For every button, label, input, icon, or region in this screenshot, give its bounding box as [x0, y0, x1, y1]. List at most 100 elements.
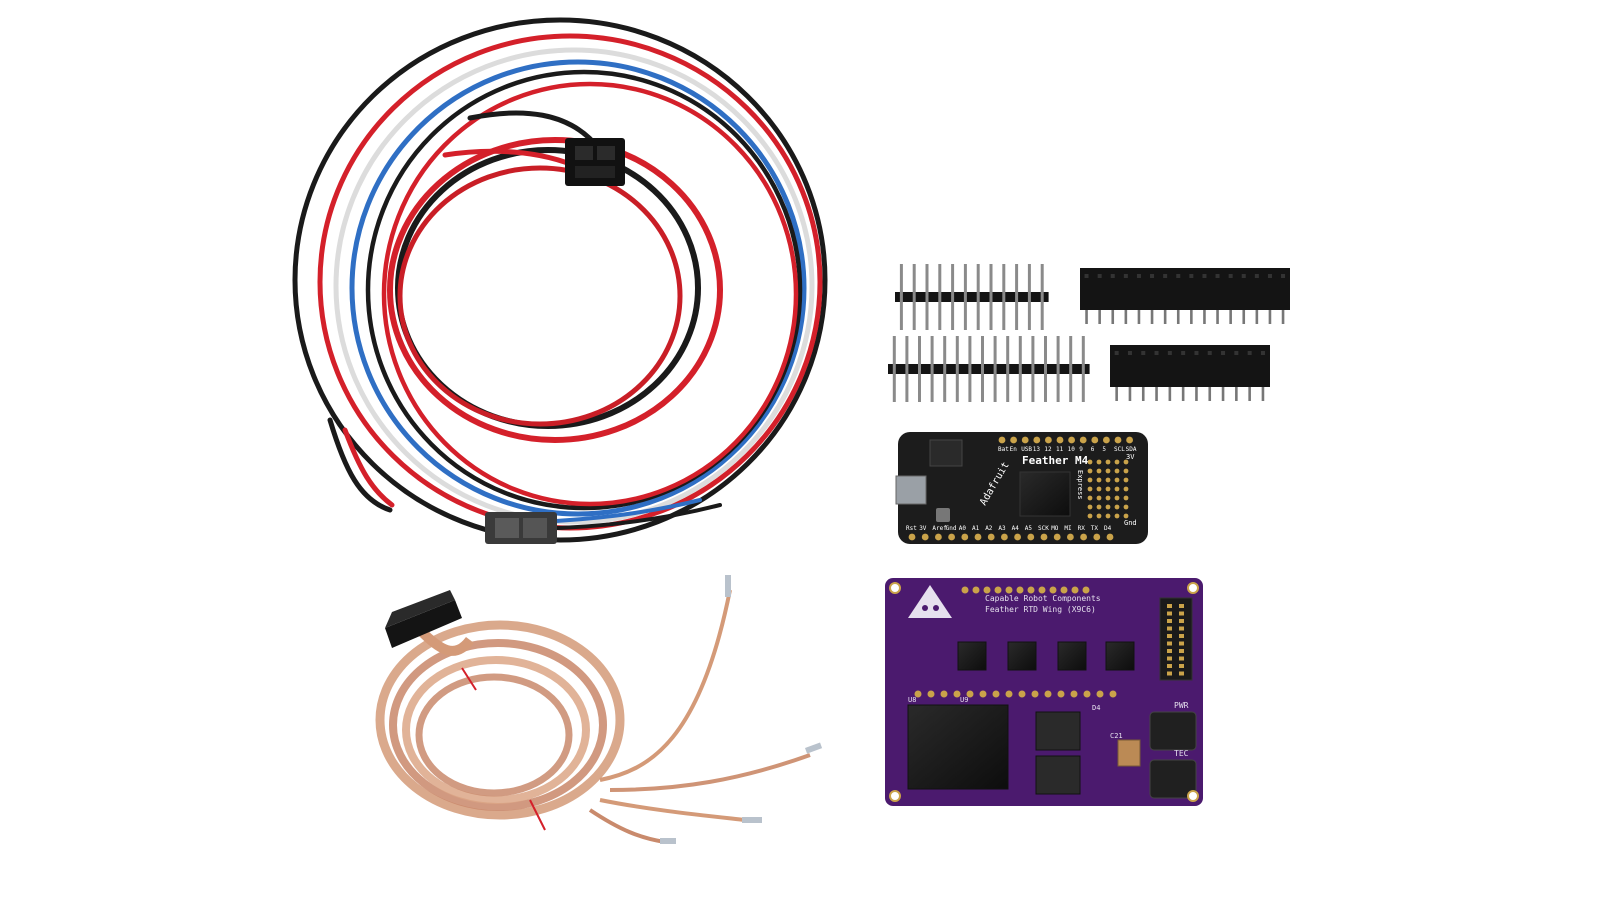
- socket-hole: [1110, 274, 1115, 278]
- c21-capacitor: [1117, 739, 1141, 767]
- bottom-pin-label: A1: [972, 525, 980, 532]
- proto-pad: [1096, 459, 1102, 465]
- header-pin: [938, 264, 942, 330]
- bottom-pin-label: TX: [1091, 525, 1099, 532]
- socket-pin: [1255, 310, 1259, 324]
- pad: [1096, 690, 1104, 698]
- header-pin: [930, 336, 934, 402]
- socket-pin: [1111, 310, 1115, 324]
- socket-hole: [1167, 351, 1172, 355]
- proto-pad: [1096, 504, 1102, 510]
- bottom-pin-label: A0: [959, 525, 967, 532]
- inner-red-wire-2: [397, 165, 683, 427]
- top-pin-label: 10: [1068, 446, 1076, 453]
- header-pin: [892, 336, 896, 402]
- top-pin-label: SCL: [1114, 446, 1125, 453]
- header-pin: [1040, 264, 1044, 330]
- socket-contact: [1179, 634, 1184, 638]
- rtd-board-maker: Capable Robot Components: [985, 594, 1101, 603]
- pad: [998, 436, 1006, 444]
- header-pin: [1027, 264, 1031, 330]
- socket-pin: [1235, 387, 1238, 401]
- u8-label: U8: [908, 696, 916, 704]
- pad: [1001, 533, 1008, 541]
- bottom-pin-label: D4: [1104, 525, 1112, 532]
- socket-pin: [1221, 387, 1225, 401]
- proto-pad: [1123, 504, 1129, 510]
- header-pin: [981, 336, 984, 402]
- socket-pin: [1190, 310, 1193, 324]
- proto-pad: [1105, 513, 1111, 519]
- proto-pad: [1123, 459, 1129, 465]
- proto-pad: [1123, 477, 1129, 483]
- tec-label: TEC: [1174, 749, 1189, 758]
- proto-pad: [1105, 495, 1111, 501]
- proto-pad: [1096, 468, 1102, 474]
- header-pin: [1044, 336, 1047, 402]
- pad: [914, 690, 922, 698]
- header-pin: [968, 336, 972, 402]
- proto-pad: [1114, 495, 1120, 501]
- bottom-pin-label: A4: [1012, 525, 1020, 532]
- u9-label: U9: [960, 696, 968, 704]
- pad: [1044, 690, 1052, 698]
- pad: [1070, 690, 1078, 698]
- socket-hole: [1234, 351, 1239, 355]
- pad: [1027, 586, 1035, 594]
- socket-hole: [1207, 351, 1212, 355]
- socket-pin: [1195, 387, 1198, 401]
- proto-pad: [1114, 477, 1120, 483]
- socket-hole: [1215, 274, 1220, 278]
- socket-contact: [1179, 671, 1184, 676]
- bottom-pin-label: A3: [998, 525, 1006, 532]
- socket-hole: [1127, 351, 1132, 355]
- pad: [908, 533, 916, 541]
- inner-red-wire: [387, 137, 723, 443]
- pad: [1018, 690, 1026, 698]
- top-pin-label: USB: [1021, 446, 1032, 453]
- pad: [972, 586, 980, 594]
- socket-hole: [1097, 274, 1102, 278]
- header-pin: [1006, 336, 1010, 402]
- tec-driver-chip: [907, 704, 1009, 790]
- socket-hole: [1241, 274, 1246, 278]
- socket-pin: [1216, 310, 1219, 324]
- header-body: [888, 364, 1090, 374]
- ribbon-header-socket: [1159, 597, 1193, 681]
- socket-hole: [1181, 351, 1186, 355]
- male-header-long: [888, 336, 1090, 402]
- socket-hole: [1114, 351, 1119, 355]
- header-pin: [955, 336, 959, 402]
- logo-icon: [908, 585, 952, 618]
- socket-pin: [1163, 310, 1167, 324]
- black-wire-outer: [292, 17, 828, 543]
- socket-hole: [1254, 274, 1259, 278]
- pad: [1126, 436, 1133, 444]
- socket-hole: [1150, 274, 1155, 278]
- header-pin: [1031, 336, 1035, 402]
- proto-pad: [1114, 513, 1120, 519]
- socket-hole: [1123, 274, 1128, 278]
- black-wire-2: [365, 69, 803, 511]
- proto-pad: [1087, 513, 1093, 519]
- pad: [1027, 533, 1035, 541]
- socket-pin: [1124, 310, 1128, 324]
- header-pin: [963, 264, 967, 330]
- bottom-pin-label: Aref: [932, 525, 947, 532]
- ribbon-connector: [385, 590, 462, 648]
- pad: [1053, 533, 1061, 541]
- copper-ribbon-cable: [375, 589, 811, 844]
- proto-pad: [1114, 468, 1120, 474]
- bottom-pin-label: A2: [985, 525, 993, 532]
- header-pin: [993, 336, 997, 402]
- pad: [1060, 586, 1068, 594]
- socket-pin: [1085, 310, 1088, 324]
- pad: [1082, 586, 1090, 594]
- tec-connector: [1149, 759, 1197, 799]
- socket-pin: [1141, 387, 1145, 401]
- pad: [983, 586, 991, 594]
- pad: [940, 690, 948, 698]
- top-pin-label: 12: [1044, 446, 1052, 453]
